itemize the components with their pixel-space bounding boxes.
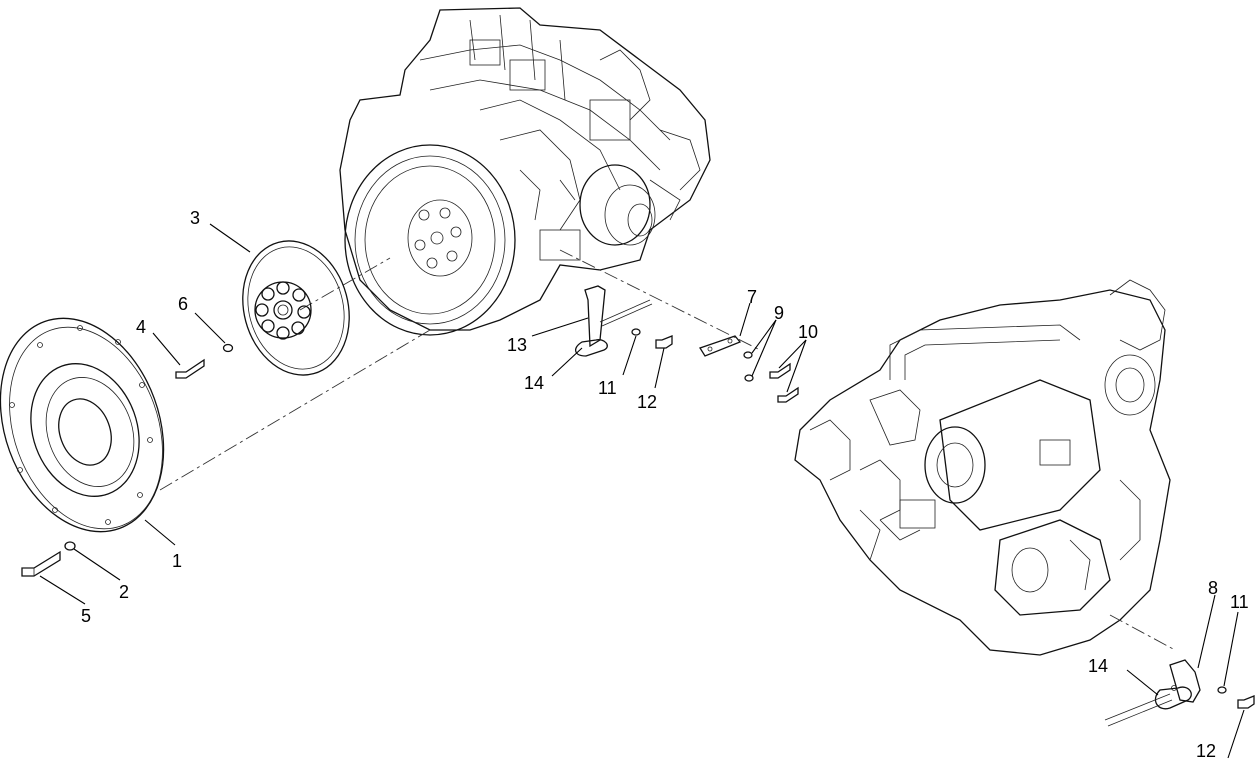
callout-11-lower: 11 xyxy=(1230,592,1249,612)
callout-9: 9 xyxy=(774,303,784,323)
callout-6: 6 xyxy=(178,294,188,314)
hardware xyxy=(21,285,1255,727)
leader-lines xyxy=(39,223,1245,759)
callout-13: 13 xyxy=(507,335,527,355)
callout-12-lower: 12 xyxy=(1196,741,1216,761)
alignment-lines xyxy=(159,249,1176,651)
upper-engine xyxy=(339,7,711,336)
callout-10: 10 xyxy=(798,322,818,342)
callout-4: 4 xyxy=(136,317,146,337)
callout-11-upper: 11 xyxy=(598,378,617,398)
lower-engine xyxy=(794,279,1171,656)
callout-14-lower: 14 xyxy=(1088,656,1108,676)
adapter-plate xyxy=(0,317,165,533)
callout-8: 8 xyxy=(1208,578,1218,598)
callout-1: 1 xyxy=(172,551,182,571)
callout-labels: 1 2 3 4 5 6 7 8 9 10 11 11 12 12 13 14 1… xyxy=(81,208,1249,761)
callout-14-upper: 14 xyxy=(524,373,544,393)
callout-5: 5 xyxy=(81,606,91,626)
callout-3: 3 xyxy=(190,208,200,228)
callout-2: 2 xyxy=(119,582,129,602)
callout-12-upper: 12 xyxy=(637,392,657,412)
drive-disc xyxy=(242,240,350,376)
callout-7: 7 xyxy=(747,287,757,307)
